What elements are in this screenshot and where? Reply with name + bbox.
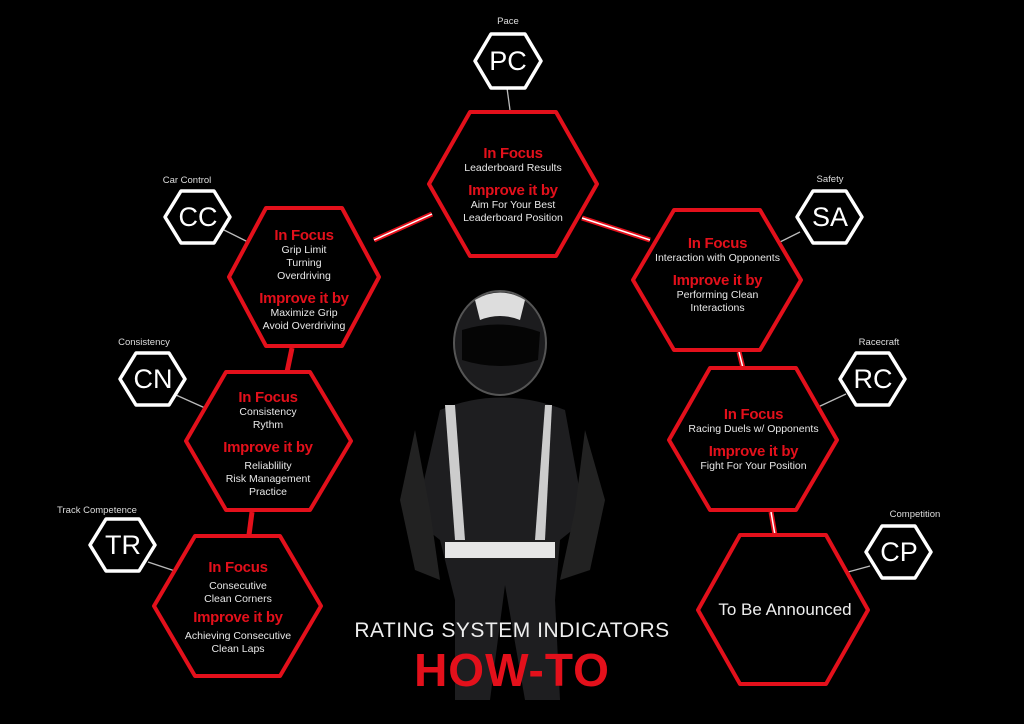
label-track-competence: Track Competence — [57, 505, 137, 516]
badge-cn: CN — [133, 363, 173, 394]
improve-heading: Improve it by — [708, 443, 799, 460]
badge-rc: RC — [853, 363, 893, 394]
focus-item: Consecutive — [209, 580, 267, 592]
focus-item: Interaction with Opponents — [655, 252, 780, 264]
improve-item: Interactions — [690, 302, 745, 314]
improve-heading: Improve it by — [223, 439, 313, 456]
label-pace: Pace — [497, 16, 519, 27]
card-car-control: In Focus Grip Limit Turning Overdriving … — [234, 228, 374, 333]
badge-tr: TR — [105, 529, 141, 560]
badge-hexagons — [88, 32, 933, 580]
hex-rc — [667, 366, 839, 512]
competition-status: To Be Announced — [718, 600, 852, 619]
improve-item: Risk Management — [225, 473, 311, 485]
focus-item: Overdriving — [277, 270, 331, 282]
focus-item: Consistency — [239, 406, 297, 418]
focus-item: Rythm — [252, 419, 284, 431]
title-subheading: RATING SYSTEM INDICATORS — [354, 619, 670, 642]
in-focus-heading: In Focus — [723, 406, 784, 423]
improve-heading: Improve it by — [468, 182, 558, 199]
focus-item: Leaderboard Results — [464, 162, 562, 174]
improve-item: Performing Clean — [676, 289, 759, 301]
improve-item: Maximize Grip — [270, 307, 338, 319]
focus-item: Grip Limit — [281, 244, 327, 256]
badge-connectors — [147, 87, 871, 573]
focus-item: Clean Corners — [204, 593, 272, 605]
card-racecraft: In Focus Racing Duels w/ Opponents Impro… — [676, 407, 831, 473]
improve-item: Reliablility — [244, 460, 292, 472]
improve-heading: Improve it by — [259, 290, 349, 307]
badge-sa: SA — [811, 201, 849, 232]
focus-item: Racing Duels w/ Opponents — [688, 423, 819, 435]
hex-tr — [152, 534, 323, 678]
in-focus-heading: In Focus — [208, 559, 268, 576]
improve-item: Fight For Your Position — [700, 460, 807, 472]
label-racecraft: Racecraft — [858, 337, 900, 348]
in-focus-heading: In Focus — [238, 389, 298, 406]
label-car-control: Car Control — [162, 175, 212, 186]
label-safety: Safety — [816, 174, 844, 185]
hex-cn — [184, 370, 353, 512]
improve-item: Avoid Overdriving — [262, 320, 346, 332]
label-competition: Competition — [889, 509, 941, 520]
focus-item: Turning — [286, 257, 322, 269]
hex-cc — [227, 206, 381, 348]
improve-item: Practice — [249, 486, 287, 498]
white-connector-highlights — [373, 213, 776, 536]
card-pace: In Focus Leaderboard Results Improve it … — [433, 146, 593, 225]
hex-pc — [427, 110, 599, 258]
in-focus-heading: In Focus — [483, 145, 543, 162]
card-safety: In Focus Interaction with Opponents Impr… — [640, 236, 795, 315]
indicator-hexagons — [152, 110, 870, 686]
title-heading: HOW-TO — [414, 644, 610, 696]
hex-sa — [631, 208, 803, 352]
racing-driver-image — [400, 290, 605, 700]
in-focus-heading: In Focus — [687, 235, 748, 252]
improve-heading: Improve it by — [193, 609, 283, 626]
improve-item: Achieving Consecutive — [184, 630, 292, 642]
badge-cc: CC — [178, 201, 218, 232]
card-track-competence: In Focus Consecutive Clean Corners Impro… — [163, 560, 313, 656]
in-focus-heading: In Focus — [274, 227, 334, 244]
card-consistency: In Focus Consistency Rythm Improve it by… — [193, 390, 343, 499]
improve-item: Clean Laps — [211, 643, 265, 655]
badge-pc: PC — [489, 45, 527, 76]
label-consistency: Consistency — [118, 337, 170, 348]
badge-cp: CP — [880, 536, 918, 567]
improve-item: Aim For Your Best — [470, 199, 556, 211]
improve-heading: Improve it by — [672, 272, 763, 289]
hex-cp — [696, 533, 870, 686]
improve-item: Leaderboard Position — [463, 212, 563, 224]
